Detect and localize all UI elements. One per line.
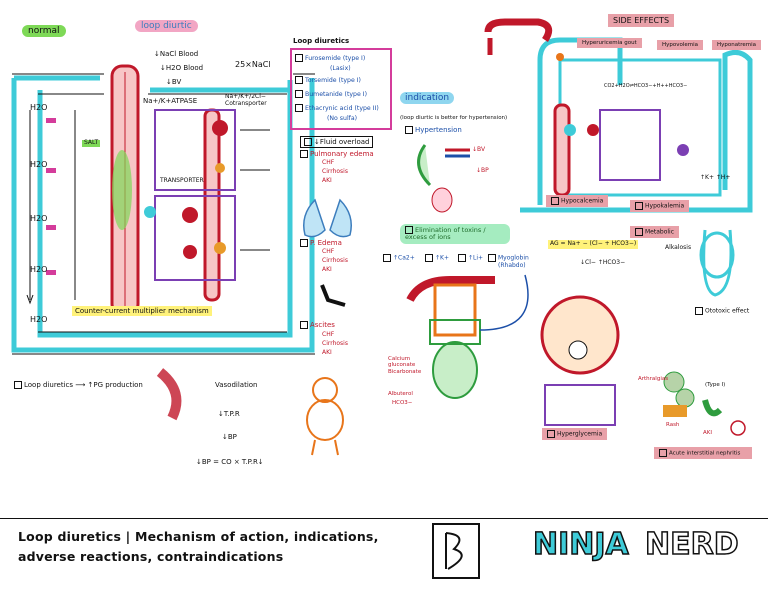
- aki-label: AKI: [703, 430, 712, 436]
- bp-label: ↓BP: [222, 433, 237, 441]
- arthralgias-label: Arthralgias: [638, 376, 669, 382]
- cause-chf-2: CHF: [322, 248, 335, 255]
- nerd-logo-text: NERD: [644, 526, 739, 563]
- pg-line: Loop diuretics ⟶ ↑PG production: [14, 381, 143, 389]
- cause-aki-1: AKI: [322, 177, 332, 184]
- hypovolemia-label: Hypovolemia: [657, 40, 704, 51]
- hyperuricemia-label: Hyperuricemia gout: [577, 38, 642, 49]
- side-effects-title: SIDE EFFECTS: [608, 14, 675, 28]
- normal-label: normal: [22, 25, 66, 38]
- type1-label: (Type I): [705, 382, 726, 388]
- ion-myoglobin: Myoglobin: [488, 254, 529, 262]
- indication-title: indication: [400, 92, 455, 105]
- drug-no-sulfa: (No sulfa): [327, 115, 358, 122]
- epithelial-cell-upper: [154, 109, 236, 191]
- transporter-label: TRANSPORTER: [160, 177, 204, 184]
- counter-current-label: Counter-current multiplier mechanism: [72, 306, 212, 317]
- pulmonary-edema-label: Pulmonary edema: [300, 150, 374, 158]
- nacl-25-label: 25×NaCl: [235, 60, 271, 69]
- ag-formula: AG = Na+ − (Cl− + HCO3−): [548, 240, 639, 249]
- nkcc2-label: Na+/K+/2Cl− Cotransporter: [225, 93, 267, 107]
- na-k-atpase-label: Na+/K+ATPASE: [143, 97, 198, 105]
- albuterol: Albuterol: [388, 391, 413, 397]
- alkalosis-label: Alkalosis: [665, 244, 692, 251]
- calcium-gluconate: Calcium gluconate Bicarbonate: [388, 356, 422, 375]
- ion-ca: ↑Ca2+: [383, 254, 415, 262]
- nacl-blood-label: ↓NaCl Blood: [154, 50, 199, 58]
- co2-equation: CO2+H2O⇌HCO3−+H++HCO3−: [604, 83, 688, 89]
- cause-chf-3: CHF: [322, 331, 335, 338]
- hypokalemia-label: Hypokalemia: [630, 200, 690, 213]
- drug-lasix: (Lasix): [330, 65, 351, 72]
- hypertension-note: (loop diurtic is better for hypertension…: [400, 115, 508, 121]
- ion-li: ↑Li+: [458, 254, 483, 262]
- fluid-overload-label: ↓Fluid overload: [300, 136, 374, 149]
- cl-hco3-label: ↓Cl− ↑HCO3−: [580, 259, 626, 266]
- h2o-blood-label: ↓H2O Blood: [160, 64, 204, 72]
- ascites-label: Ascites: [300, 321, 335, 329]
- ascites-person-drawing: [306, 377, 344, 456]
- toxins-label: Elimination of toxins / excess of ions: [400, 224, 510, 244]
- cause-aki-2: AKI: [322, 266, 332, 273]
- loop-diuretic-label: loop diurtic: [135, 20, 198, 33]
- epithelial-cell-lower: [154, 195, 236, 281]
- beta-cell-drawing: [540, 295, 620, 426]
- drugs-box: Furosemide (type I) (Lasix) Torsemide (t…: [290, 48, 392, 130]
- pumps: [46, 118, 228, 275]
- lungs-drawing: [303, 198, 352, 238]
- nephron-toxins-drawing: [406, 274, 529, 399]
- h2o-5: H2O: [30, 315, 48, 324]
- drug-furosemide: Furosemide (type I): [295, 54, 365, 62]
- hyperglycemia-label: Hyperglycemia: [542, 428, 608, 441]
- h2o-2: H2O: [30, 160, 48, 169]
- cause-chf-1: CHF: [322, 159, 335, 166]
- ear-drawing: [702, 229, 733, 297]
- cause-cirrhosis-3: Cirrhosis: [322, 340, 348, 347]
- ototoxic-label: Ototoxic effect: [695, 307, 749, 315]
- p-edema-label: P. Edema: [300, 239, 342, 247]
- salt-label: SALT: [82, 139, 101, 147]
- metabolic-label: Metabolic: [630, 226, 680, 239]
- acute-nephritis-label: Acute interstitial nephritis: [654, 447, 752, 459]
- vasodilation-label: Vasodilation: [215, 381, 258, 389]
- ion-k: ↑K+: [425, 254, 449, 262]
- blog-logo: [432, 523, 480, 579]
- ninja-logo-text: NINJA: [532, 526, 629, 563]
- footer-title-2: adverse reactions, contraindications: [18, 549, 284, 564]
- drug-torsemide: Torsemide (type I): [295, 76, 361, 84]
- kidney-bladder-drawing: [417, 144, 470, 213]
- rash-label: Rash: [666, 422, 680, 428]
- hco3-label: HCO3−: [392, 400, 413, 406]
- h2o-4: H2O: [30, 265, 48, 274]
- hypocalcemia-label: Hypocalcemia: [546, 195, 609, 208]
- joint-kidney-drawing: [663, 371, 746, 436]
- rhabdo-label: (Rhabdo): [498, 262, 526, 269]
- tpr-label: ↓T.P.R: [218, 410, 240, 418]
- cause-cirrhosis-2: Cirrhosis: [322, 257, 348, 264]
- bp-formula: ↓BP = CO × T.P.R↓: [196, 458, 264, 466]
- ind-bv: ↓BV: [472, 146, 486, 153]
- drugs-title: Loop diuretics: [293, 37, 350, 45]
- h2o-1: H2O: [30, 103, 48, 112]
- cause-aki-3: AKI: [322, 349, 332, 356]
- k-h-label: ↑K+ ↑H+: [700, 174, 731, 181]
- hypertension-label: Hypertension: [405, 126, 462, 134]
- footer-title-1: Loop diuretics | Mechanism of action, in…: [18, 529, 379, 544]
- h2o-3: H2O: [30, 214, 48, 223]
- cause-cirrhosis-1: Cirrhosis: [322, 168, 348, 175]
- footer: Loop diuretics | Mechanism of action, in…: [0, 518, 768, 595]
- bv-label: ↓BV: [166, 78, 182, 86]
- drug-bumetanide: Bumetanide (type I): [295, 90, 367, 98]
- nephron-side-effects-drawing: [484, 18, 753, 279]
- drug-ethacrynic: Ethacrynic acid (type II): [295, 104, 379, 112]
- ind-bp: ↓BP: [476, 167, 489, 174]
- hyponatremia-label: Hyponatremia: [712, 40, 762, 51]
